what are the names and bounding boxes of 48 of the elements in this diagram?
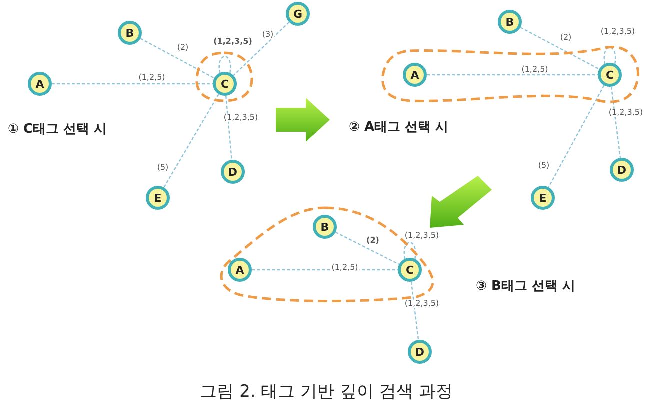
edge-label: (2) [559,34,573,42]
connector-line [335,232,400,266]
connector-line [225,96,233,160]
tag-node: A [403,63,427,87]
connector-line [52,83,213,85]
connector-line [410,282,420,340]
edge-label: (1,2,3,5) [222,114,260,122]
tag-node: B [118,21,142,45]
tag-node: E [146,186,170,210]
connector-line [520,27,600,70]
tag-node: A [228,258,252,282]
step-label: ③ B태그 선택 시 [476,278,576,296]
edge-label: (1,2,3,5) [404,232,440,240]
edge-label: (1,2,3,5) [212,38,254,46]
connector-line [427,74,598,76]
connector-line [140,38,215,79]
edge-label: (1,2,5) [138,74,166,82]
edge-label: (1,2,3,5) [404,300,440,308]
tag-node: G [286,2,310,26]
edge-label: (3) [261,31,275,39]
connector-line [404,242,416,260]
connector-line [610,86,622,158]
tag-node: D [221,160,245,184]
edge-label: (5) [156,164,170,172]
edge-label: (2) [176,44,190,52]
tag-node: D [408,340,432,364]
connector-line [164,94,220,188]
figure-caption: 그림 2. 태그 기반 깊이 검색 과정 [199,381,454,404]
tag-node: A [28,72,52,96]
edge-label: (1,2,5) [330,264,360,272]
step-label: ② A태그 선택 시 [349,119,449,137]
edge-label: (1,2,5) [520,66,550,74]
step-label: ① C태그 선택 시 [8,121,108,139]
tag-node: D [610,158,634,182]
edge-label: (1,2,3,5) [600,28,636,36]
tag-node: B [313,215,337,239]
tag-node: C [398,258,422,282]
tag-node: E [531,186,555,210]
tag-node: C [598,63,622,87]
connector-line [548,85,605,188]
connector-line [604,47,616,64]
connector-line [218,56,232,74]
edge-label: (5) [537,162,551,170]
edge-label: (2) [366,237,380,245]
selection-outline [193,50,255,104]
tag-node: C [213,72,237,96]
edge-label: (1,2,3,5) [608,109,644,117]
tag-node: B [498,10,522,34]
